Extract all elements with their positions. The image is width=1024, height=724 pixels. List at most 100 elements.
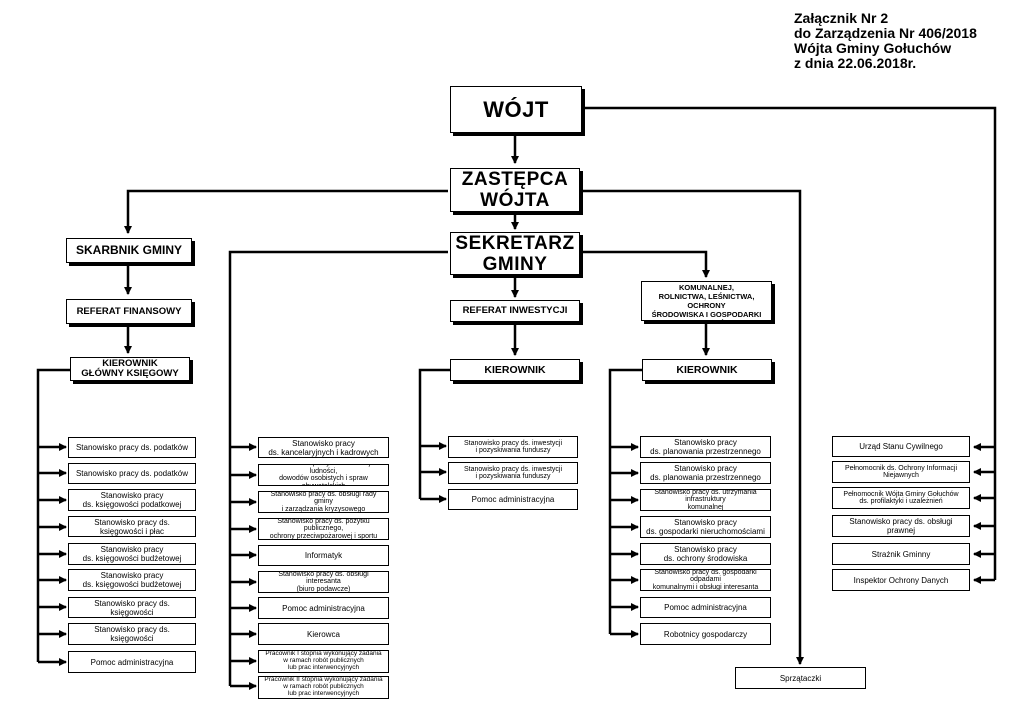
col5-item: Urząd Stanu Cywilnego (832, 436, 970, 457)
kierownik-glowny-ksiegowy-box: KIEROWNIK GŁÓWNY KSIĘGOWY (70, 357, 190, 381)
col2-item-label: Informatyk (304, 551, 343, 560)
col5-item-label: Strażnik Gminny (871, 549, 931, 559)
col4-item-label: Robotnicy gospodarczy (663, 629, 748, 639)
col4-item: Stanowisko pracy ds. planowania przestrz… (640, 462, 771, 484)
col1-item: Stanowisko pracy ds. księgowości i płac (68, 516, 196, 537)
col4-item: Stanowisko pracy ds. planowania przestrz… (640, 436, 771, 458)
col2-item-label: Stanowisko pracy ds. pożytku publicznego… (269, 518, 378, 540)
header-line-4: z dnia 22.06.2018r. (794, 55, 917, 71)
header-line-3: Wójta Gminy Gołuchów (794, 40, 952, 56)
col1-item-label: Stanowisko pracy ds. księgowości (94, 598, 170, 617)
col2-item-label: Stanowisko pracy ds. ewidencji ludności,… (275, 465, 372, 486)
col5-item-label: Pełnomocnik Wójta Gminy Gołuchów ds. pro… (843, 490, 959, 506)
col2-item: Pracownik II stopnia wykonujący zadania … (258, 676, 389, 699)
col1-item: Stanowisko pracy ds. księgowości budżeto… (68, 543, 196, 565)
sekretarz-box: SEKRETARZ GMINY (450, 232, 580, 275)
col1-item: Stanowisko pracy ds. księgowości budżeto… (68, 569, 196, 591)
col2-item: Stanowisko pracy ds. pożytku publicznego… (258, 518, 389, 540)
col2-item-label: Pracownik I stopnia wykonujący zadania w… (265, 650, 382, 671)
col2-item: Stanowisko pracy ds. kancelaryjnych i ka… (258, 437, 389, 458)
col3-item: Pomoc administracyjna (448, 489, 578, 510)
col4-item: Stanowisko pracy ds. utrzymania infrastr… (640, 489, 771, 511)
col1-item: Stanowisko pracy ds. księgowości (68, 597, 196, 618)
col1-item-label: Pomoc administracyjna (90, 657, 174, 667)
col1-item-label: Stanowisko pracy ds. księgowości i płac (94, 517, 170, 536)
col4-item: Stanowisko pracy ds. gospodarki odpadami… (640, 569, 771, 591)
zastepca-label: ZASTĘPCA WÓJTA (461, 169, 569, 211)
kierownik-inwestycji-label: KIEROWNIK (484, 364, 546, 376)
col1-item-label: Stanowisko pracy ds. podatków (75, 443, 189, 452)
skarbnik-label: SKARBNIK GMINY (75, 243, 182, 257)
col2-item: Stanowisko pracy ds. ewidencji ludności,… (258, 464, 389, 486)
sprzataczki-label: Sprzątaczki (779, 673, 822, 683)
referat-inwestycji-box: REFERAT INWESTYCJI (450, 300, 580, 322)
referat-inwestycji-label: REFERAT INWESTYCJI (462, 305, 568, 316)
col3-item-label: Pomoc administracyjna (471, 495, 555, 504)
referat-gospodarki-box: REFERAT GOSPODARKI KOMUNALNEJ, ROLNICTWA… (641, 281, 772, 321)
col4-item-label: Pomoc administracyjna (664, 603, 747, 612)
col2-item-label: Stanowisko pracy ds. obsługi interesanta… (278, 571, 369, 593)
col2-item-label: Kierowca (307, 629, 340, 639)
col5-item: Strażnik Gminny (832, 543, 970, 565)
col2-item: Informatyk (258, 545, 389, 566)
kierownik-glowny-ksiegowy-label: KIEROWNIK GŁÓWNY KSIĘGOWY (81, 358, 179, 379)
col5-item: Pełnomocnik Wójta Gminy Gołuchów ds. pro… (832, 487, 970, 509)
referat-finansowy-box: REFERAT FINANSOWY (66, 299, 192, 324)
col4-item: Stanowisko pracy ds. ochrony środowiska (640, 543, 771, 565)
col1-item: Stanowisko pracy ds. podatków (68, 437, 196, 458)
skarbnik-box: SKARBNIK GMINY (66, 238, 192, 263)
col1-item-label: Stanowisko pracy ds. księgowości podatko… (82, 491, 182, 509)
col4-item-label: Stanowisko pracy ds. gospodarki nierucho… (646, 518, 765, 536)
sprzataczki-box: Sprzątaczki (735, 667, 866, 689)
kierownik-inwestycji-box: KIEROWNIK (450, 359, 580, 381)
header-line-1: Załącznik Nr 2 (794, 10, 889, 26)
col4-item: Robotnicy gospodarczy (640, 623, 771, 645)
col2-item: Pomoc administracyjna (258, 597, 389, 619)
col4-item: Pomoc administracyjna (640, 597, 771, 618)
col1-item: Stanowisko pracy ds. podatków (68, 463, 196, 484)
col3-item-label: Stanowisko pracy ds. inwestycji i pozysk… (463, 439, 563, 455)
col2-item: Kierowca (258, 623, 389, 645)
col3-item: Stanowisko pracy ds. inwestycji i pozysk… (448, 436, 578, 458)
col2-item-label: Stanowisko pracy ds. kancelaryjnych i ka… (268, 438, 379, 457)
col4-item: Stanowisko pracy ds. gospodarki nierucho… (640, 516, 771, 538)
col5-item-label: Pełnomocnik ds. Ochrony Informacji Nieja… (844, 464, 958, 480)
col2-item-label: Pomoc administracyjna (282, 603, 365, 613)
kierownik-gospodarki-label: KIEROWNIK (676, 364, 738, 376)
col1-item: Pomoc administracyjna (68, 651, 196, 673)
col4-item-label: Stanowisko pracy ds. planowania przestrz… (650, 464, 761, 482)
col3-item-label: Stanowisko pracy ds. inwestycji i pozysk… (463, 465, 563, 481)
col1-item: Stanowisko pracy ds. księgowości (68, 623, 196, 645)
kierownik-gospodarki-box: KIEROWNIK (642, 359, 772, 381)
col4-item-label: Stanowisko pracy ds. planowania przestrz… (650, 438, 761, 456)
wojt-label: WÓJT (483, 97, 549, 122)
col4-item-label: Stanowisko pracy ds. utrzymania infrastr… (654, 489, 757, 511)
col1-item-label: Stanowisko pracy ds. księgowości budżeto… (82, 545, 182, 563)
referat-gospodarki-label: REFERAT GOSPODARKI KOMUNALNEJ, ROLNICTWA… (651, 282, 762, 320)
col4-item-label: Stanowisko pracy ds. ochrony środowiska (663, 545, 748, 563)
header-line-2: do Zarządzenia Nr 406/2018 (794, 25, 977, 41)
col5-item: Inspektor Ochrony Danych (832, 569, 970, 591)
col2-item-label: Pracownik II stopnia wykonujący zadania … (264, 676, 383, 697)
col5-item-label: Inspektor Ochrony Danych (853, 575, 949, 585)
col1-item-label: Stanowisko pracy ds. księgowości budżeto… (82, 571, 182, 589)
col3-item: Stanowisko pracy ds. inwestycji i pozysk… (448, 462, 578, 484)
col2-item-label: Stanowisko pracy ds. obsługi rady gminy … (270, 491, 377, 513)
col5-item-label: Urząd Stanu Cywilnego (859, 442, 943, 451)
sekretarz-label: SEKRETARZ GMINY (455, 232, 575, 275)
col1-item-label: Stanowisko pracy ds. księgowości (94, 625, 170, 643)
zastepca-box: ZASTĘPCA WÓJTA (450, 168, 580, 212)
col2-item: Pracownik I stopnia wykonujący zadania w… (258, 650, 389, 673)
col5-item: Stanowisko pracy ds. obsługi prawnej (832, 515, 970, 537)
referat-finansowy-label: REFERAT FINANSOWY (76, 305, 182, 317)
document-header: Załącznik Nr 2 do Zarządzenia Nr 406/201… (794, 11, 1019, 71)
col1-item: Stanowisko pracy ds. księgowości podatko… (68, 489, 196, 511)
col5-item-label: Stanowisko pracy ds. obsługi prawnej (849, 517, 953, 535)
col5-item: Pełnomocnik ds. Ochrony Informacji Nieja… (832, 461, 970, 483)
col1-item-label: Stanowisko pracy ds. podatków (75, 469, 189, 478)
col2-item: Stanowisko pracy ds. obsługi rady gminy … (258, 491, 389, 513)
wojt-box: WÓJT (450, 86, 582, 133)
col4-item-label: Stanowisko pracy ds. gospodarki odpadami… (652, 569, 759, 591)
col2-item: Stanowisko pracy ds. obsługi interesanta… (258, 571, 389, 593)
